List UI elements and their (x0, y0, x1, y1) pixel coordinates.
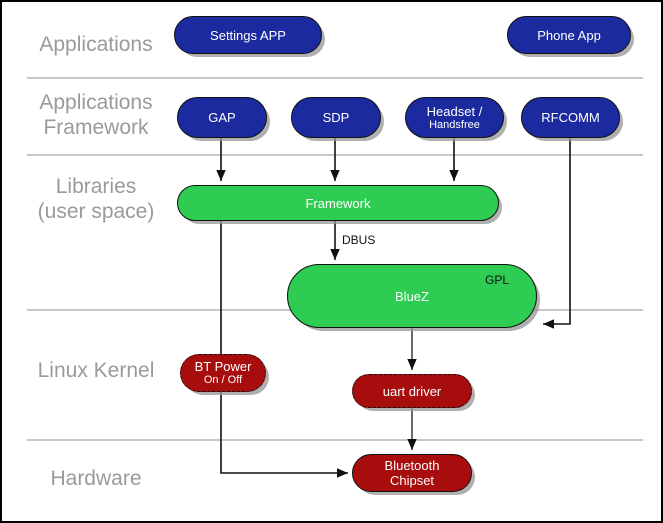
node-phone-app-label: Phone App (537, 27, 601, 43)
node-bt-power-sublabel: On / Off (203, 374, 243, 386)
node-headset-handsfree-label: Headset / (426, 103, 483, 119)
layer-label-linux-kernel: Linux Kernel (37, 359, 155, 382)
node-bt-power-label: BT Power (194, 359, 252, 374)
node-uart-driver-label: uart driver (382, 383, 442, 399)
node-rfcomm-label: RFCOMM (541, 110, 600, 125)
layer-label-hardware: Hardware (50, 467, 142, 490)
node-settings-app[interactable]: Settings APP (174, 16, 322, 54)
node-bt-power[interactable]: BT Power On / Off (180, 354, 266, 392)
layer-label-libraries: Libraries (user space) (37, 175, 155, 223)
node-headset-handsfree-sublabel: Handsfree (429, 118, 480, 131)
node-headset-handsfree[interactable]: Headset / Handsfree (405, 97, 504, 138)
node-bluetooth-chipset-label: Bluetooth (384, 458, 440, 473)
dbus-annotation: DBUS (342, 233, 376, 247)
edge-rfcomm-to-bluez (543, 138, 571, 329)
node-bluetooth-chipset-sublabel: Chipset (389, 473, 435, 488)
divider-applications (27, 77, 643, 79)
node-uart-driver[interactable]: uart driver (352, 374, 472, 408)
node-framework[interactable]: Framework (177, 185, 499, 221)
node-gap[interactable]: GAP (177, 97, 267, 138)
divider-linux-kernel (27, 439, 643, 441)
node-phone-app[interactable]: Phone App (507, 16, 631, 54)
layer-label-applications: Applications (39, 33, 153, 56)
divider-applications-framework (27, 154, 643, 156)
node-bluez[interactable]: BlueZ (287, 264, 537, 328)
node-gap-label: GAP (208, 110, 236, 125)
node-sdp[interactable]: SDP (291, 97, 381, 138)
node-settings-app-label: Settings APP (210, 27, 286, 43)
layer-label-applications-framework: Applications Framework (39, 91, 153, 139)
node-rfcomm[interactable]: RFCOMM (521, 97, 620, 138)
node-framework-label: Framework (305, 195, 371, 211)
gpl-annotation: GPL (485, 273, 510, 287)
edge-framework-to-chipset (220, 221, 348, 478)
node-sdp-label: SDP (322, 110, 350, 125)
node-bluez-label: BlueZ (395, 288, 429, 304)
node-bluetooth-chipset[interactable]: Bluetooth Chipset (352, 454, 472, 492)
